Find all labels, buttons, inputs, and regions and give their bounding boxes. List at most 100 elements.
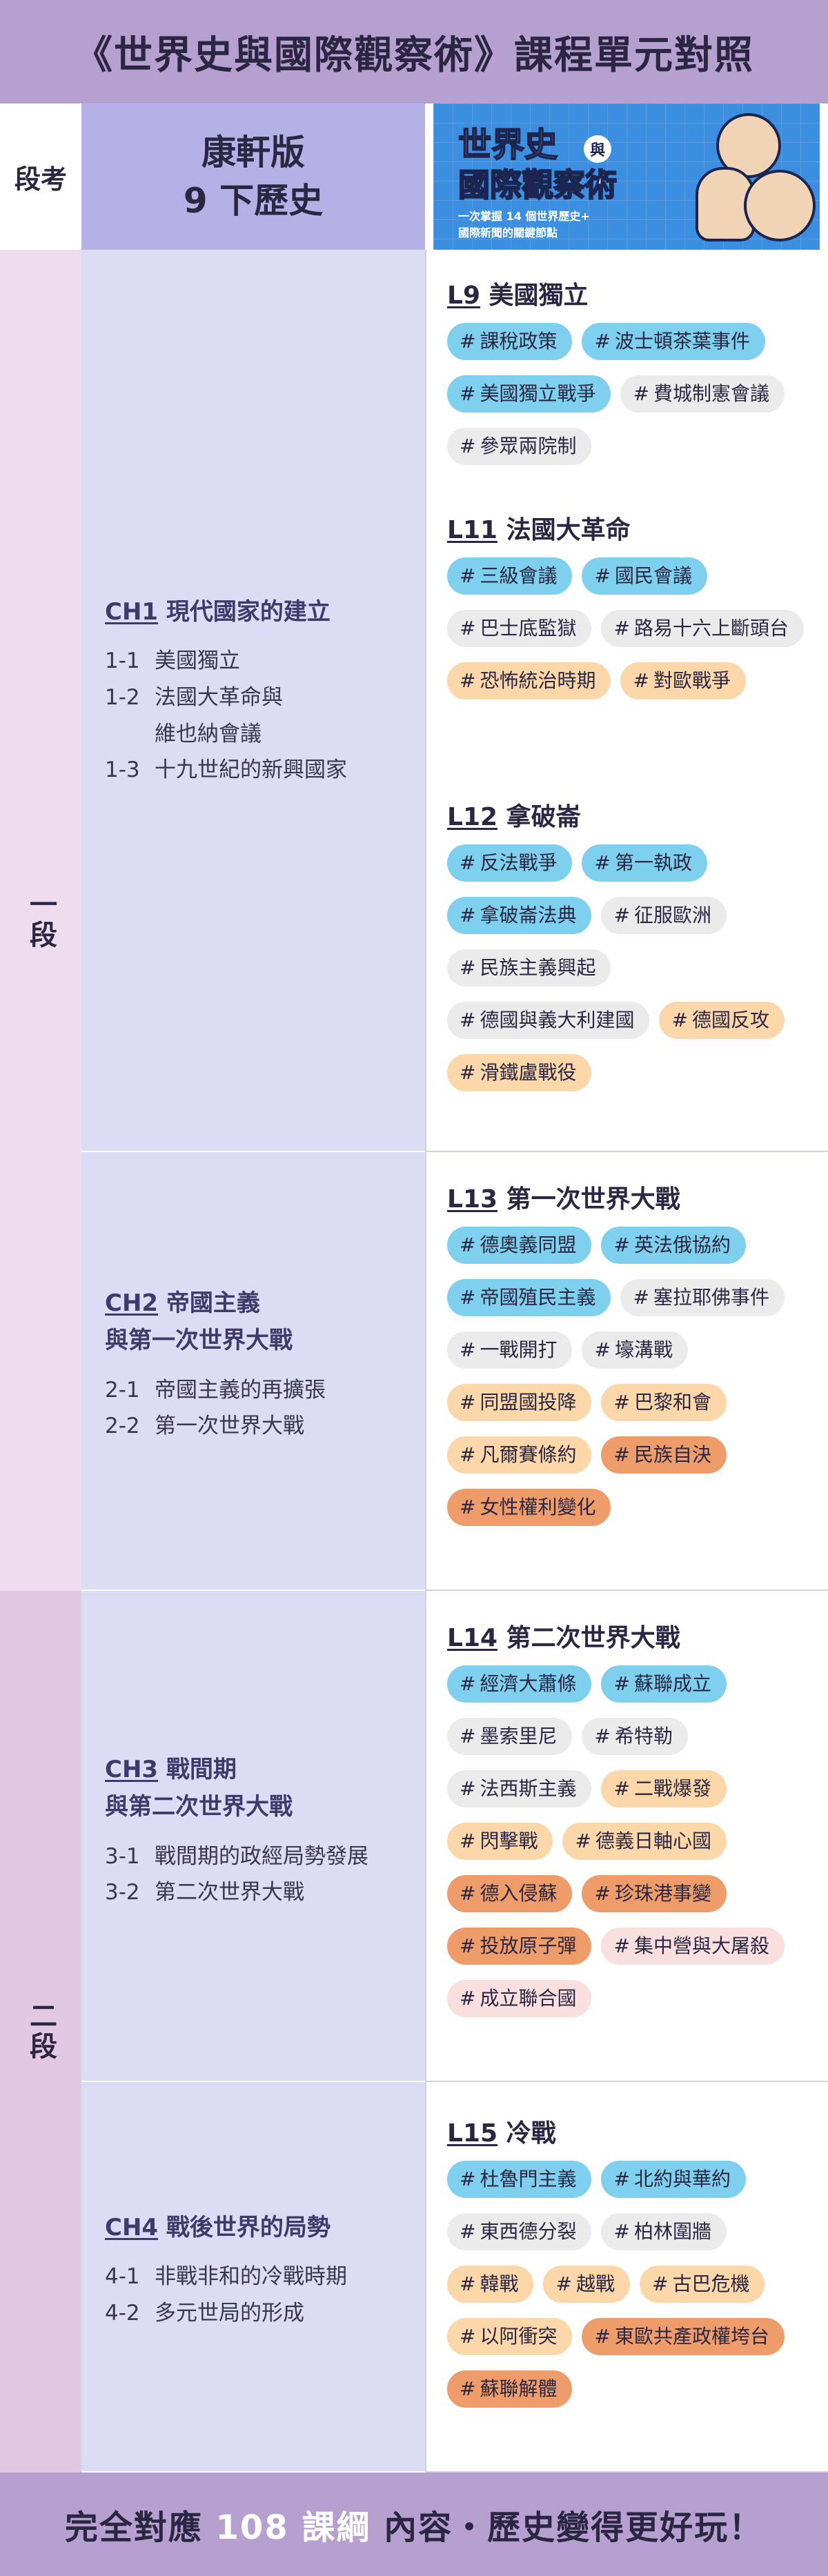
- topic-tag: 投放原子彈: [447, 1928, 592, 1965]
- topic-tag: 民族主義興起: [447, 949, 611, 987]
- section-title: 帝國主義的再擴張: [155, 1377, 326, 1403]
- chapter-title-line2: 與第一次世界大戰: [105, 1327, 293, 1355]
- table-header: 段考 康軒版 9 下歷史 世界史 與 國際觀察術 一次掌握 14 個世界歷史+ …: [0, 103, 828, 250]
- topic-tag: 凡爾賽條約: [447, 1436, 592, 1474]
- tag-list: 三級會議國民會議巴士底監獄路易十六上斷頭台恐怖統治時期對歐戰爭: [447, 557, 821, 715]
- chapter-title-text: 戰間期: [158, 1756, 237, 1783]
- section-title: 十九世紀的新興國家: [155, 757, 347, 783]
- banner-title-line1: 世界史: [457, 125, 558, 165]
- topic-tag: 對歐戰爭: [620, 662, 746, 700]
- presenter-avatar: [744, 170, 816, 241]
- lesson-title-text: 第一次世界大戰: [497, 1185, 680, 1213]
- lesson-number: L11: [447, 516, 498, 544]
- lesson-title: L15 冷戰: [447, 2117, 821, 2151]
- lesson-title-text: 法國大革命: [497, 516, 631, 544]
- section-number: 2-2: [105, 1414, 140, 1439]
- topic-tag: 成立聯合國: [447, 1980, 592, 2017]
- section-number: 3-2: [105, 1880, 140, 1905]
- header-exam-label: 段考: [0, 103, 81, 250]
- topic-tag: 帝國殖民主義: [447, 1279, 611, 1316]
- chapter-title-text: 現代國家的建立: [158, 598, 331, 626]
- footer-slogan: 完全對應 108 課綱 內容・歷史變得更好玩！: [65, 2500, 763, 2548]
- topic-tag: 希特勒: [582, 1718, 688, 1755]
- topic-tag: 反法戰爭: [447, 844, 573, 882]
- banner-amp: 與: [584, 135, 611, 163]
- topic-tag: 波士頓茶葉事件: [582, 323, 765, 360]
- chapter-title-line2: 與第二次世界大戰: [105, 1793, 293, 1821]
- topic-tag: 閃擊戰: [447, 1823, 553, 1860]
- topic-tag: 巴黎和會: [601, 1384, 727, 1421]
- topic-tag: 美國獨立戰爭: [447, 375, 611, 413]
- topic-tag: 德奧義同盟: [447, 1227, 592, 1264]
- section-title: 戰間期的政經局勢發展: [155, 1843, 368, 1869]
- header-textbook: 康軒版 9 下歷史: [81, 103, 425, 250]
- chapter-number: CH3: [105, 1756, 159, 1783]
- topic-tag: 珍珠港事變: [582, 1875, 727, 1912]
- section-title: 非戰非和的冷戰時期: [155, 2264, 347, 2290]
- tag-list: 課稅政策波士頓茶葉事件美國獨立戰爭費城制憲會議參眾兩院制: [447, 323, 821, 480]
- topic-tag: 一戰開打: [447, 1331, 573, 1369]
- topic-tag: 恐怖統治時期: [447, 662, 611, 700]
- topic-tag: 北約與華約: [601, 2161, 746, 2198]
- topic-tag: 東西德分裂: [447, 2213, 592, 2250]
- footer-bar: 完全對應 108 課綱 內容・歷史變得更好玩！: [0, 2473, 828, 2576]
- chapter-title: CH2 帝國主義 與第一次世界大戰: [105, 1285, 418, 1360]
- section-item: 維也納會議: [105, 716, 418, 753]
- section-number: 1-3: [105, 757, 140, 783]
- topic-tag: 征服歐洲: [601, 897, 727, 934]
- chapter-title-text: 帝國主義: [158, 1289, 260, 1317]
- section-number: 1-1: [105, 648, 140, 674]
- lesson-title-text: 美國獨立: [480, 281, 589, 310]
- topic-tag: 英法俄協約: [601, 1227, 746, 1264]
- topic-tag: 同盟國投降: [447, 1384, 592, 1421]
- lesson-title: L13 第一次世界大戰: [447, 1182, 821, 1217]
- section-title: 第二次世界大戰: [155, 1880, 304, 1905]
- topic-tag: 滑鐵盧戰役: [447, 1054, 592, 1091]
- topic-tag: 民族自決: [601, 1436, 727, 1474]
- lesson-block: L15 冷戰杜魯門主義北約與華約東西德分裂柏林圍牆韓戰越戰古巴危機以阿衝突東歐共…: [447, 2117, 821, 2423]
- topic-tag: 女性權利變化: [447, 1489, 611, 1526]
- course-banner-image: 世界史 與 國際觀察術 一次掌握 14 個世界歷史+ 國際新聞的關鍵節點: [433, 103, 820, 250]
- section-item: 1-3 十九世紀的新興國家: [105, 752, 418, 789]
- section-title: 美國獨立: [155, 648, 240, 674]
- lesson-title: L14 第二次世界大戰: [447, 1621, 821, 1656]
- topic-tag: 費城制憲會議: [620, 375, 785, 413]
- chapter-number: CH2: [105, 1289, 159, 1317]
- chapter-title: CH4 戰後世界的局勢: [105, 2209, 418, 2246]
- lesson-cell: L14 第二次世界大戰經濟大蕭條蘇聯成立墨索里尼希特勒法西斯主義二戰爆發閃擊戰德…: [425, 1591, 828, 2082]
- tag-list: 德奧義同盟英法俄協約帝國殖民主義塞拉耶佛事件一戰開打壕溝戰同盟國投降巴黎和會凡爾…: [447, 1227, 821, 1541]
- topic-tag: 柏林圍牆: [601, 2213, 727, 2250]
- section-item: 3-2 第二次世界大戰: [105, 1874, 418, 1911]
- lesson-block: L13 第一次世界大戰德奧義同盟英法俄協約帝國殖民主義塞拉耶佛事件一戰開打壕溝戰…: [447, 1182, 821, 1541]
- title-bar: 《世界史與國際觀察術》課程單元對照: [0, 0, 828, 103]
- lesson-title: L11 法國大革命: [447, 513, 821, 548]
- section-title: 法國大革命與: [155, 685, 283, 711]
- lesson-title: L12 拿破崙: [447, 800, 821, 835]
- section-item: 1-1 美國獨立: [105, 643, 418, 680]
- segment-label: 二段: [25, 2001, 57, 2062]
- footer-highlight: 108 課綱: [215, 2508, 371, 2547]
- segment-2: 二段: [0, 1591, 81, 2473]
- section-number: [105, 716, 155, 753]
- topic-tag: 二戰爆發: [601, 1770, 727, 1807]
- lesson-number: L15: [447, 2119, 498, 2148]
- lesson-block: L12 拿破崙反法戰爭第一執政拿破崙法典征服歐洲民族主義興起德國與義大利建國德國…: [447, 800, 821, 1107]
- topic-tag: 古巴危機: [639, 2266, 765, 2303]
- topic-tag: 韓戰: [447, 2266, 534, 2303]
- lesson-number: L9: [447, 281, 480, 310]
- chapter-number: CH1: [105, 598, 159, 626]
- section-title: 多元世局的形成: [155, 2301, 304, 2326]
- topic-tag: 德義日軸心國: [562, 1823, 727, 1860]
- section-number: 4-2: [105, 2301, 140, 2326]
- tag-list: 反法戰爭第一執政拿破崙法典征服歐洲民族主義興起德國與義大利建國德國反攻滑鐵盧戰役: [447, 844, 821, 1107]
- footer-text-post: 內容・歷史變得更好玩！: [371, 2508, 764, 2547]
- topic-tag: 東歐共產政權垮台: [582, 2318, 785, 2355]
